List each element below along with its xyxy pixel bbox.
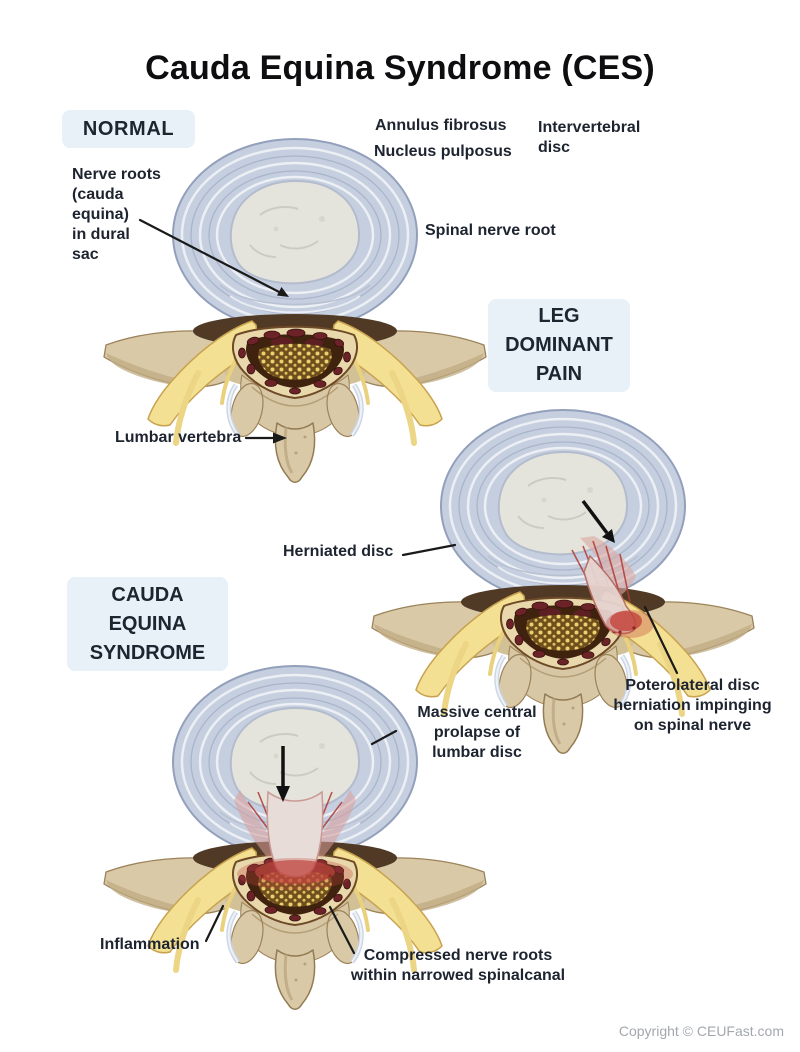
label-nucleus-pulposus: Nucleus pulposus xyxy=(374,143,512,160)
illustration-ces-vertebra xyxy=(90,662,500,1012)
central-prolapse xyxy=(234,790,356,890)
herniation-arrow xyxy=(581,499,615,543)
herniation-posterolateral xyxy=(571,536,654,638)
illustration-herniated-disc-vertebra xyxy=(358,406,768,756)
tag-normal: NORMAL xyxy=(62,110,195,148)
tag-cauda-equina-syndrome: CAUDA EQUINA SYNDROME xyxy=(67,577,228,671)
page-title: Cauda Equina Syndrome (CES) xyxy=(145,48,655,87)
label-spinal-nerve-root: Spinal nerve root xyxy=(425,222,556,239)
label-herniated-disc: Herniated disc xyxy=(283,543,394,560)
label-compressed-nerve-roots: Compressed nerve roots within narrowed s… xyxy=(350,947,566,984)
copyright-text: Copyright © CEUFast.com xyxy=(618,1023,784,1039)
label-posterolateral-herniation: Poterolateral disc herniation impinging … xyxy=(613,677,772,734)
prolapse-arrow xyxy=(276,746,290,802)
label-inflammation: Inflammation xyxy=(100,936,200,953)
label-nerve-roots-dural-sac: Nerve roots (cauda equina) in dural sac xyxy=(72,166,161,263)
label-massive-central-prolapse: Massive central prolapse of lumbar disc xyxy=(417,704,537,761)
label-lumbar-vertebra: Lumbar vertebra xyxy=(115,429,242,446)
tag-leg-dominant-pain: LEG DOMINANT PAIN xyxy=(488,299,630,392)
label-intervertebral-disc: Intervertebral disc xyxy=(538,119,641,156)
label-annulus-fibrosus: Annulus fibrosus xyxy=(375,117,507,134)
